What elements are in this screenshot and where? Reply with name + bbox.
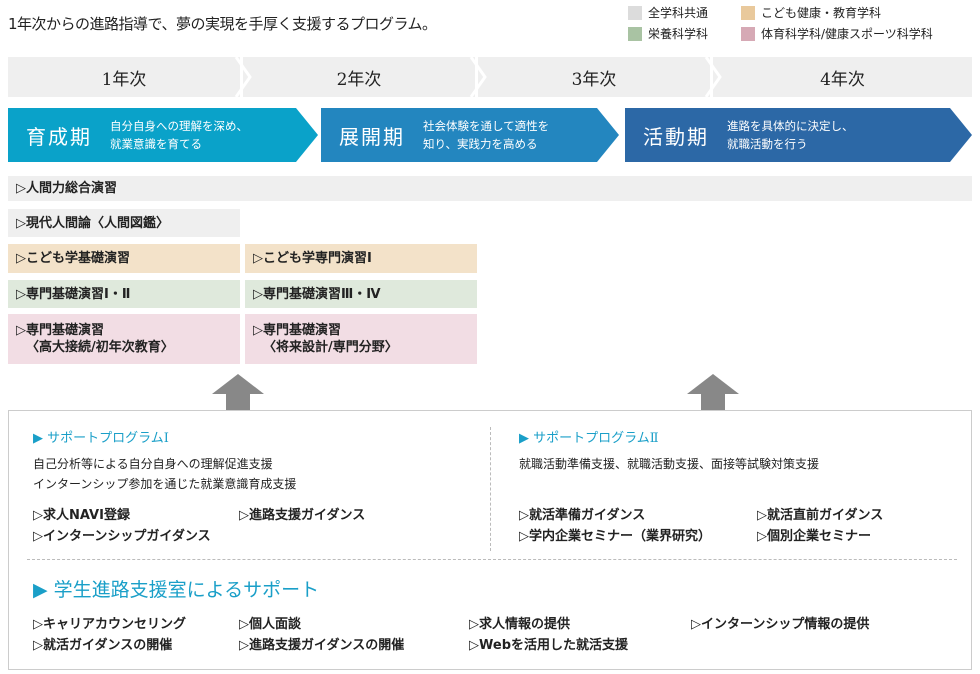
legend-label: 全学科共通 (648, 6, 709, 20)
phase-desc: 自分自身への理解を深め、 (110, 119, 248, 133)
legend-eiyo: 栄養科学科 (628, 25, 708, 42)
year-1: 1年次 (8, 57, 240, 97)
course-kodomo-kiso: ▷こども学基礎演習 (8, 244, 240, 273)
support-box: ▶ サポートプログラムⅠ 自己分析等による自分自身への理解促進支援 インターンシ… (8, 410, 972, 670)
triangle-icon: ▶ (33, 579, 48, 601)
divider (27, 559, 957, 560)
office-item: ▷就活ガイダンスの開催 (33, 638, 173, 653)
phase-name: 育成期 (26, 124, 92, 149)
office-item: ▷個人面談 (239, 617, 301, 632)
course-taiiku-1: ▷専門基礎演習〈高大接続/初年次教育〉 (8, 314, 240, 364)
year-4: 4年次 (713, 57, 972, 97)
office-item: ▷Webを活用した就活支援 (469, 638, 628, 653)
swatch (628, 26, 642, 41)
office-item: ▷キャリアカウンセリング (33, 617, 186, 632)
support1-desc: 自己分析等による自分自身への理解促進支援 (33, 457, 273, 471)
triangle-icon: ▶ (33, 431, 43, 446)
support2-item: ▷就活直前ガイダンス (757, 508, 884, 523)
legend-label: 栄養科学科 (648, 27, 709, 41)
course-ningenryoku: ▷人間力総合演習 (8, 176, 972, 201)
support2-heading: ▶ サポートプログラムⅡ (519, 427, 659, 446)
triangle-icon: ▶ (519, 431, 529, 446)
phase-desc: 就職活動を行う (727, 137, 808, 151)
phase-tenkai: 展開期 社会体験を通して適性を知り、実践力を高める (321, 108, 619, 162)
phase-desc: 知り、実践力を高める (423, 137, 538, 151)
phase-name: 活動期 (643, 124, 709, 149)
phase-name: 展開期 (339, 124, 405, 149)
phase-katsudo: 活動期 進路を具体的に決定し、就職活動を行う (625, 108, 972, 162)
swatch (741, 26, 755, 41)
phase-desc: 社会体験を通して適性を (423, 119, 550, 133)
legend-taiiku: 体育科学科/健康スポーツ科学科 (741, 25, 933, 42)
course-label: 〈将来設計/専門分野〉 (263, 340, 398, 355)
course-gendai: ▷現代人間論〈人間図鑑〉 (8, 209, 240, 237)
phase-ikusei: 育成期 自分自身への理解を深め、就業意識を育てる (8, 108, 318, 162)
support1-item: ▷進路支援ガイダンス (239, 508, 366, 523)
swatch (741, 5, 755, 20)
up-arrow-icon (687, 374, 739, 410)
office-title: 学生進路支援室によるサポート (53, 579, 320, 601)
year-dividers (234, 57, 722, 97)
course-kodomo-senmon: ▷こども学専門演習Ⅰ (245, 244, 477, 273)
office-item: ▷インターンシップ情報の提供 (691, 617, 870, 632)
support1-item: ▷インターンシップガイダンス (33, 529, 211, 544)
office-item: ▷進路支援ガイダンスの開催 (239, 638, 405, 653)
year-2: 2年次 (243, 57, 475, 97)
office-heading: ▶ 学生進路支援室によるサポート (33, 575, 319, 602)
legend-common: 全学科共通 (628, 4, 708, 21)
phase-desc: 就業意識を育てる (110, 137, 202, 151)
support2-item: ▷個別企業セミナー (757, 529, 871, 544)
support1-title: サポートプログラムⅠ (47, 431, 169, 446)
course-label: ▷専門基礎演習 (16, 323, 104, 338)
phase-desc: 進路を具体的に決定し、 (727, 119, 854, 133)
support1-item: ▷求人NAVI登録 (33, 508, 130, 523)
divider (490, 427, 491, 551)
legend-kodomo: こども健康・教育学科 (741, 4, 881, 21)
support2-item: ▷学内企業セミナー（業界研究） (519, 529, 711, 544)
year-3: 3年次 (478, 57, 710, 97)
support2-desc: 就職活動準備支援、就職活動支援、面接等試験対策支援 (519, 457, 820, 471)
course-label: ▷専門基礎演習 (253, 323, 341, 338)
office-item: ▷求人情報の提供 (469, 617, 570, 632)
support1-heading: ▶ サポートプログラムⅠ (33, 427, 169, 446)
course-eiyo-1: ▷専門基礎演習Ⅰ・Ⅱ (8, 280, 240, 308)
support2-item: ▷就活準備ガイダンス (519, 508, 646, 523)
up-arrow-icon (212, 374, 264, 410)
support1-desc: インターンシップ参加を通じた就業意識育成支援 (33, 477, 297, 491)
legend-label: 体育科学科/健康スポーツ科学科 (761, 27, 933, 41)
course-eiyo-2: ▷専門基礎演習Ⅲ・Ⅳ (245, 280, 477, 308)
course-taiiku-2: ▷専門基礎演習〈将来設計/専門分野〉 (245, 314, 477, 364)
page-title: 1年次からの進路指導で、夢の実現を手厚く支援するプログラム。 (8, 15, 437, 33)
course-label: 〈高大接続/初年次教育〉 (26, 340, 174, 355)
support2-title: サポートプログラムⅡ (533, 431, 659, 446)
legend-label: こども健康・教育学科 (761, 6, 882, 20)
swatch (628, 5, 642, 20)
